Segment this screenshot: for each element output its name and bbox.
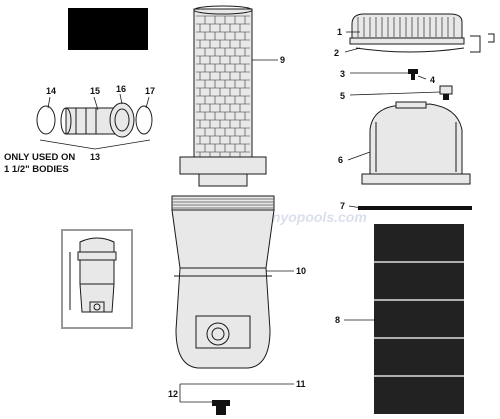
label-part-16: 16 bbox=[116, 84, 126, 94]
part-2-clamp-ring bbox=[355, 33, 495, 53]
part-labels: 1 2 3 4 5 6 7 8 9 10 11 12 13 14 15 16 1… bbox=[46, 27, 435, 399]
label-part-8: 8 bbox=[335, 315, 340, 325]
label-part-4: 4 bbox=[430, 75, 435, 85]
label-part-13: 13 bbox=[90, 152, 100, 162]
part-7-oring bbox=[358, 206, 472, 210]
label-part-11: 11 bbox=[296, 379, 306, 389]
label-part-6: 6 bbox=[338, 155, 343, 165]
part-3-4-air-bleeder bbox=[408, 69, 418, 80]
note-line-2: 1 1/2" BODIES bbox=[4, 164, 69, 175]
part-17-oring bbox=[135, 105, 153, 135]
label-part-7: 7 bbox=[340, 201, 345, 211]
part-10-filter-body bbox=[171, 195, 275, 369]
part-14-oring bbox=[36, 105, 56, 135]
label-part-10: 10 bbox=[296, 266, 306, 276]
leader-lines bbox=[39, 31, 441, 403]
label-part-2: 2 bbox=[334, 48, 339, 58]
part-15-union-tailpiece bbox=[60, 107, 119, 135]
part-11-drain-plug bbox=[212, 400, 230, 415]
label-part-12: 12 bbox=[168, 389, 178, 399]
label-part-9: 9 bbox=[280, 55, 285, 65]
label-part-1: 1 bbox=[337, 27, 342, 37]
part-5-pressure-gauge bbox=[439, 85, 453, 100]
part-1-lid bbox=[349, 13, 465, 45]
part-8-cartridge bbox=[374, 224, 464, 414]
inset-assembly-thumbnail bbox=[61, 229, 133, 329]
label-part-17: 17 bbox=[145, 86, 155, 96]
label-part-14: 14 bbox=[46, 86, 56, 96]
note-line-1: ONLY USED ON bbox=[4, 152, 75, 163]
label-part-5: 5 bbox=[340, 91, 345, 101]
part-6-dome bbox=[361, 101, 471, 185]
watermark: inyopools.com bbox=[268, 209, 367, 225]
label-part-3: 3 bbox=[340, 69, 345, 79]
part-16-union-nut bbox=[109, 102, 135, 138]
part-9-standpipe bbox=[179, 5, 267, 187]
black-box bbox=[68, 8, 148, 50]
body-size-note: ONLY USED ON 1 1/2" BODIES bbox=[4, 152, 75, 175]
label-part-15: 15 bbox=[90, 86, 100, 96]
